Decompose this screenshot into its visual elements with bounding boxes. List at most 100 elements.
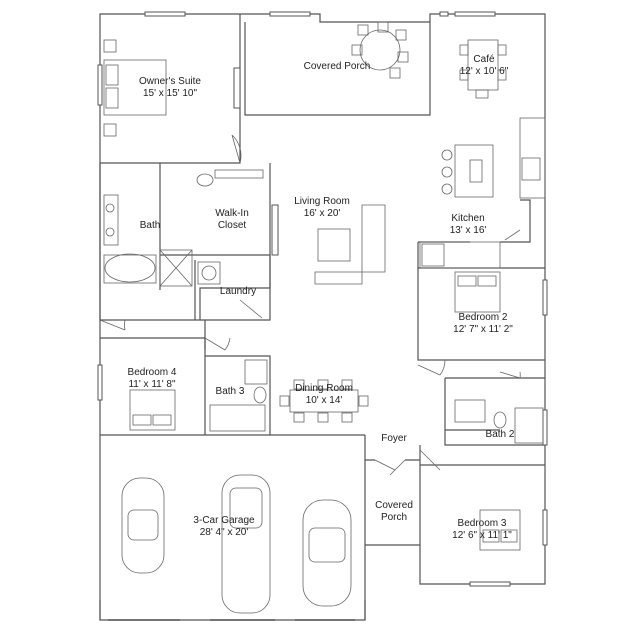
room-dimensions: 12' 7" x 11' 2" xyxy=(453,324,513,335)
counter xyxy=(419,241,501,269)
chair xyxy=(341,412,353,423)
chair xyxy=(459,69,469,81)
room-name: Bedroom 3 xyxy=(457,518,507,529)
window xyxy=(542,509,548,546)
chair xyxy=(279,395,290,407)
bed xyxy=(103,59,167,116)
room-name: Bath 3 xyxy=(215,386,245,397)
room-name: Covered Porch xyxy=(303,61,371,72)
chair xyxy=(341,379,353,390)
pillow xyxy=(152,414,172,426)
bed xyxy=(454,271,501,313)
room-name: Living Room xyxy=(294,196,350,207)
windows xyxy=(97,11,548,587)
chair xyxy=(293,412,305,423)
car-windshield xyxy=(127,509,159,541)
window xyxy=(233,67,241,109)
vanity xyxy=(454,399,486,423)
range xyxy=(521,157,541,181)
room-dimensions: 10' x 14' xyxy=(305,395,343,406)
room-name: Bath xyxy=(139,220,161,231)
door-swing xyxy=(99,319,126,331)
sink xyxy=(469,159,483,183)
door-swing xyxy=(231,134,242,164)
window xyxy=(271,204,279,256)
room-label-3-car-garage: 3-Car Garage 28' 4" x 20' xyxy=(193,515,254,539)
room-label-walk-in-closet: Walk-In Closet xyxy=(215,208,249,232)
bedroom3-wall xyxy=(419,445,545,545)
pillow xyxy=(132,414,152,426)
window xyxy=(469,581,511,587)
stool xyxy=(441,166,453,178)
chair xyxy=(317,412,329,423)
room-name: Bedroom 2 xyxy=(458,312,508,323)
room-name: Foyer xyxy=(381,433,407,444)
chair xyxy=(389,67,401,79)
counter xyxy=(519,117,546,199)
tub-frame xyxy=(103,254,157,284)
room-label-foyer: Foyer xyxy=(381,433,407,445)
door-swing xyxy=(417,359,446,376)
bathtub xyxy=(514,407,544,444)
chair xyxy=(475,89,489,99)
room-name-line2: Closet xyxy=(217,220,247,231)
room-dimensions: 12' 6" x 11' 1" xyxy=(452,530,512,541)
washer xyxy=(197,261,221,285)
room-name-line2: Porch xyxy=(380,512,408,523)
bathtub xyxy=(104,253,156,283)
window xyxy=(97,364,103,401)
nightstand xyxy=(103,39,117,53)
bath3-wall xyxy=(205,355,271,435)
nightstand xyxy=(103,123,117,137)
car xyxy=(302,499,352,607)
coffee-table xyxy=(317,228,351,262)
room-name: Covered xyxy=(375,500,413,511)
pillow xyxy=(105,64,119,86)
laundry-wall xyxy=(200,255,271,350)
room-label-laundry: Laundry xyxy=(220,286,256,298)
room-label-bath-2: Bath 2 xyxy=(486,429,515,441)
chair xyxy=(459,44,469,56)
toilet xyxy=(196,173,214,187)
car xyxy=(121,477,165,574)
truck xyxy=(221,474,271,614)
room-label-bath: Bath xyxy=(140,220,161,232)
window xyxy=(542,409,548,446)
room-dimensions: 16' x 20' xyxy=(303,208,341,219)
truck-cab xyxy=(229,487,263,529)
room-label-bath-3: Bath 3 xyxy=(216,386,245,398)
room-label-bedroom-2: Bedroom 2 12' 7" x 11' 2" xyxy=(453,312,513,336)
stool xyxy=(441,183,453,195)
window xyxy=(454,11,496,17)
room-name: Café xyxy=(473,54,495,65)
chair xyxy=(358,395,369,407)
door-swing xyxy=(504,229,521,241)
window xyxy=(144,11,186,17)
door-swing xyxy=(374,459,406,476)
sink-basin xyxy=(105,227,115,237)
room-label-covered-porch-rear: Covered Porch xyxy=(304,61,371,73)
room-dimensions: 15' x 15' 10" xyxy=(142,88,198,99)
room-name: Dining Room xyxy=(295,383,353,394)
round-table xyxy=(359,29,401,71)
chair xyxy=(395,29,407,41)
chair xyxy=(293,379,305,390)
pillow xyxy=(500,529,518,543)
room-dimensions: 11' x 11' 8" xyxy=(128,379,176,390)
bath2-wall xyxy=(444,377,545,446)
toilet xyxy=(253,386,267,404)
window xyxy=(97,64,103,106)
doors xyxy=(99,134,521,476)
room-label-owners-suite: Owner's Suite 15' x 15' 10" xyxy=(139,76,201,100)
kitchen-island xyxy=(454,144,494,198)
room-dimensions: 12' x 10' 6" xyxy=(459,66,509,77)
room-name: 3-Car Garage xyxy=(193,515,255,526)
bathtub xyxy=(209,404,266,432)
room-label-covered-porch-front: Covered Porch xyxy=(375,500,413,524)
chair xyxy=(497,69,507,81)
sink-basin xyxy=(105,203,115,213)
dining-table xyxy=(289,389,359,413)
door-swing xyxy=(204,337,231,351)
room-name: Walk-In xyxy=(215,208,249,219)
